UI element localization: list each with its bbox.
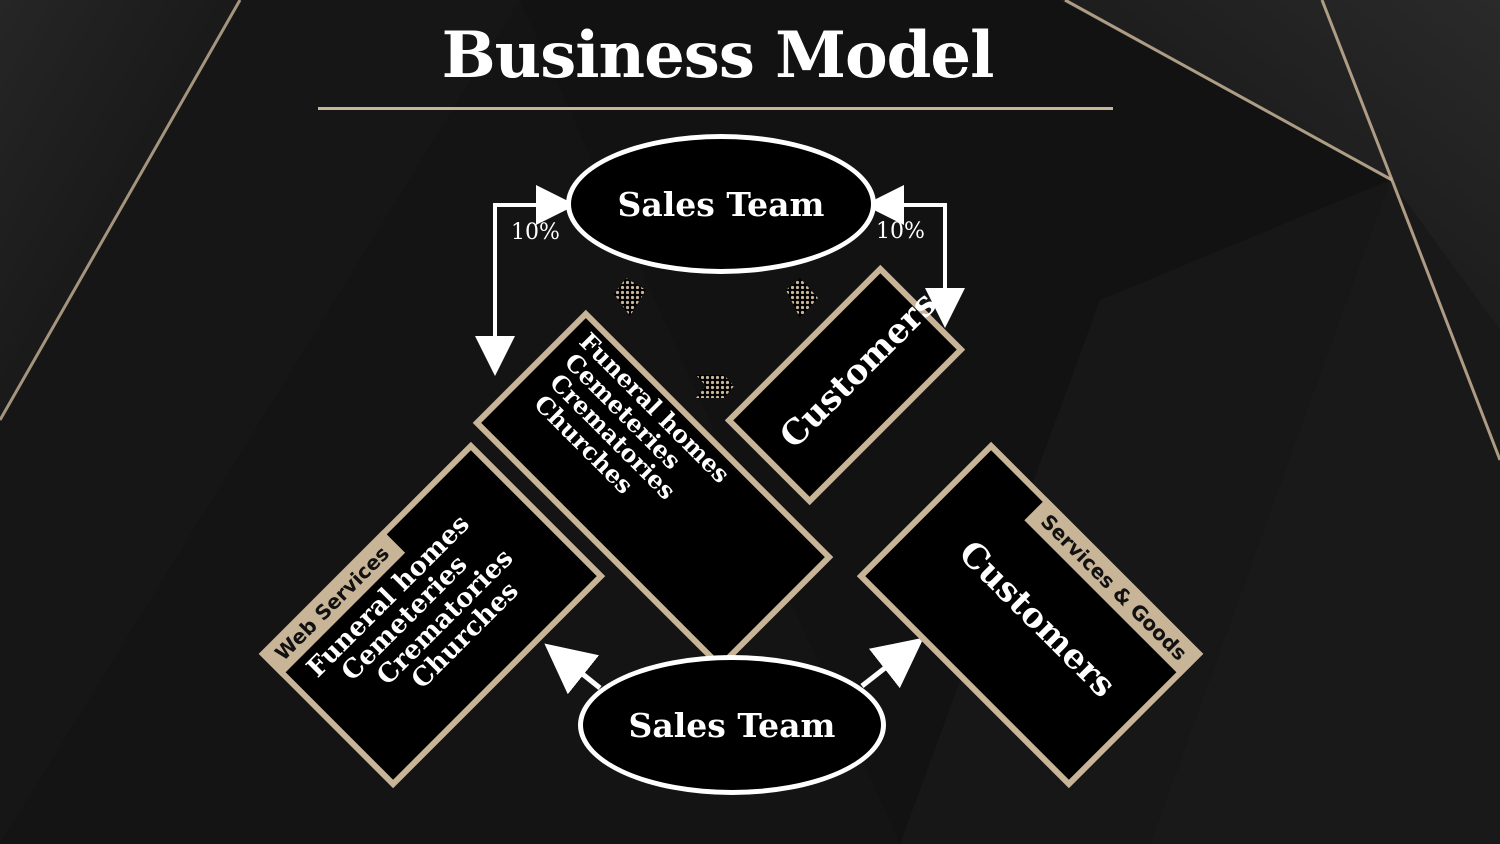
sales-team-bottom-label: Sales Team — [628, 705, 836, 745]
sales-team-top: Sales Team — [566, 134, 876, 274]
sales-team-bottom: Sales Team — [578, 655, 886, 795]
page-title: Business Model — [441, 18, 995, 93]
sales-team-top-label: Sales Team — [617, 184, 825, 224]
title-divider — [318, 107, 1113, 110]
commission-right: 10% — [876, 219, 925, 244]
commission-left: 10% — [511, 220, 560, 245]
